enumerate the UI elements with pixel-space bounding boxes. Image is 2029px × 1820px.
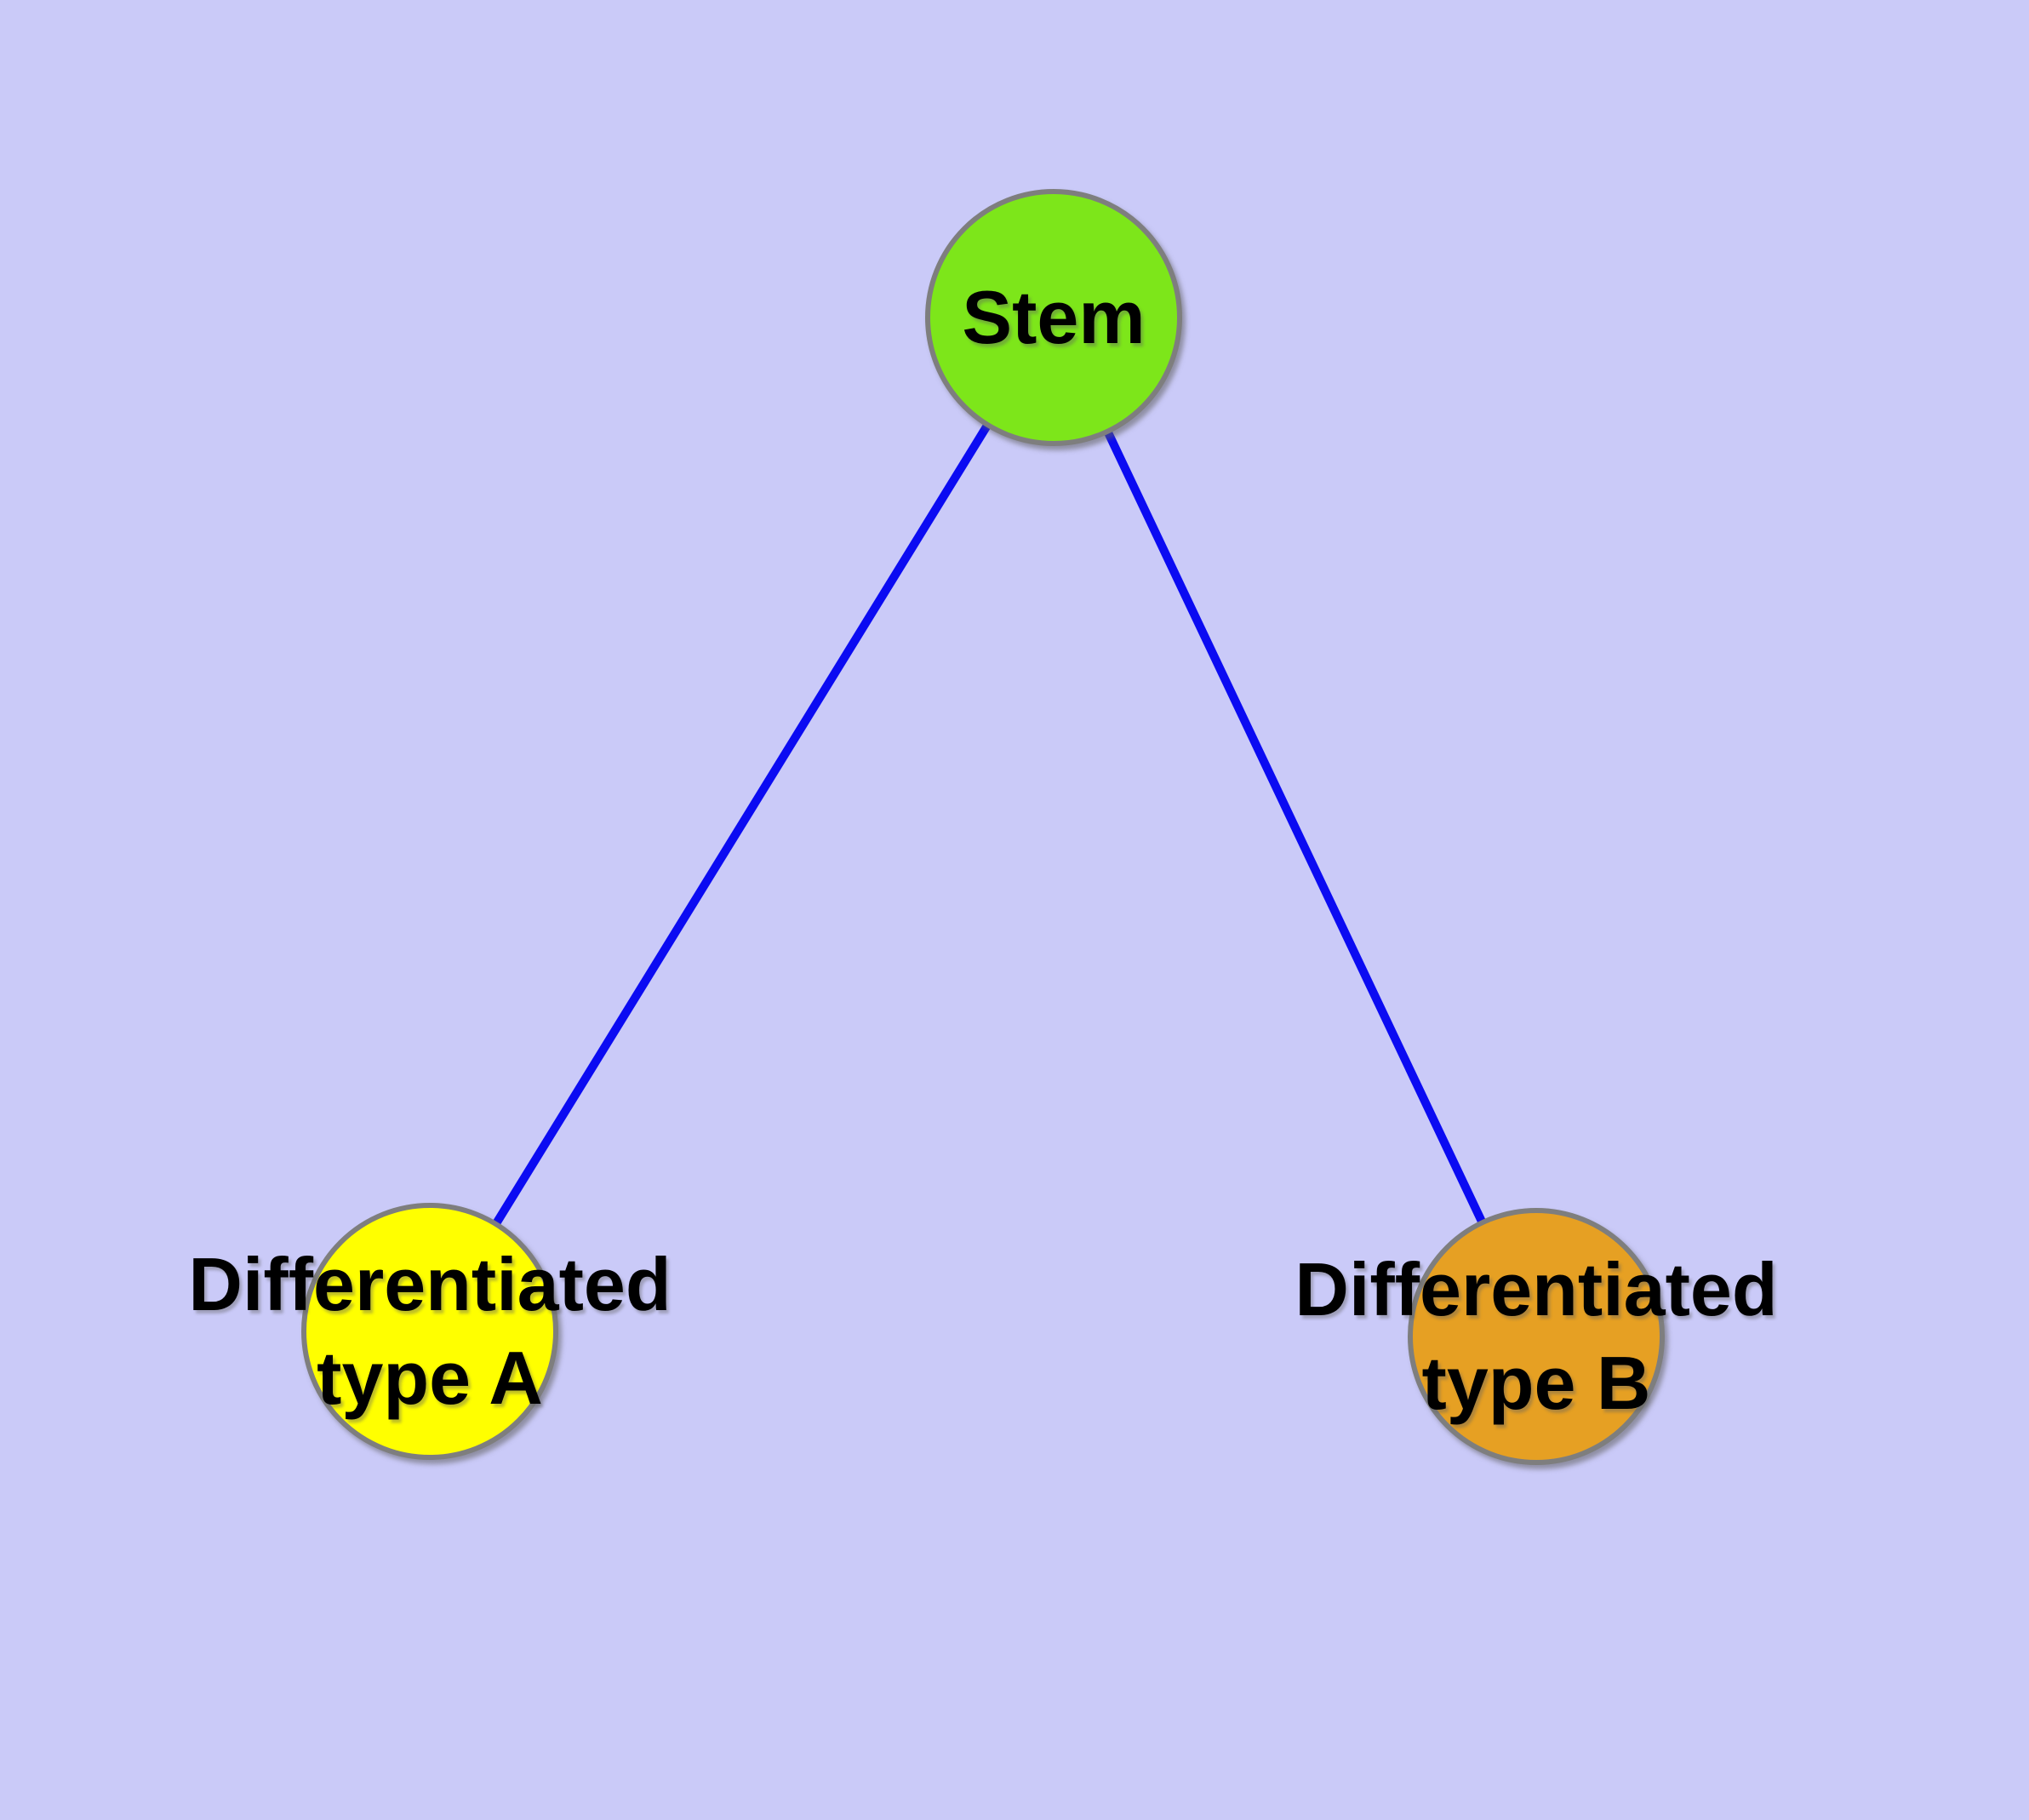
edge-stem-to-type-b	[1049, 315, 1540, 1339]
node-stem	[925, 189, 1182, 446]
edge-stem-to-type-a	[426, 315, 1058, 1334]
node-differentiated-type-a	[301, 1203, 558, 1460]
node-differentiated-type-b	[1408, 1208, 1665, 1465]
